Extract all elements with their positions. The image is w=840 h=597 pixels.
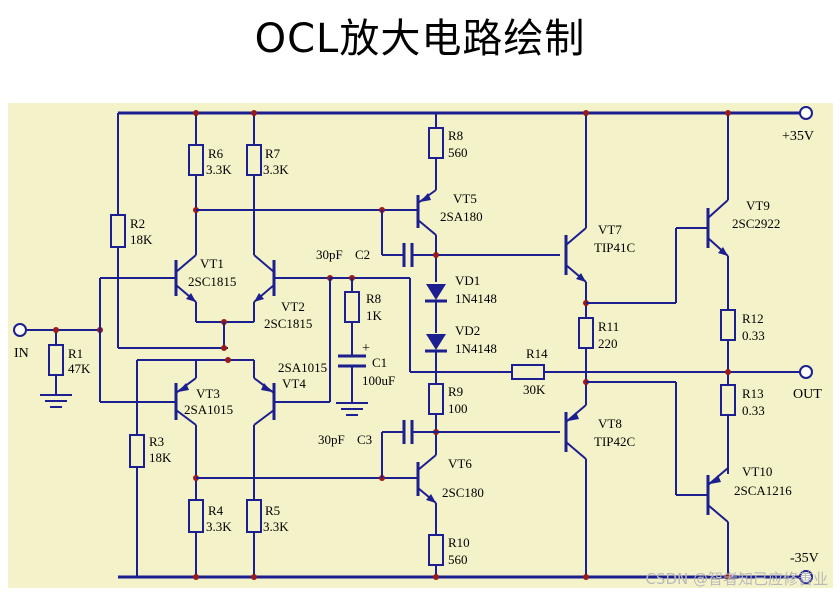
svg-text:+: + <box>362 341 370 356</box>
c3-ref: C3 <box>357 432 372 447</box>
r6-val: 3.3K <box>206 162 232 177</box>
vt1-ref: VT1 <box>200 256 224 271</box>
vneg-terminal <box>799 570 813 584</box>
vt4-part: 2SA1015 <box>278 360 327 375</box>
transistor-vt6 <box>416 454 437 504</box>
resistor-r9 <box>428 383 444 415</box>
r13-ref: R13 <box>742 386 764 401</box>
resistor-r11 <box>578 317 594 349</box>
watermark: CSDN @智者知已应修善业 <box>645 570 828 588</box>
c2-val: 30pF <box>316 247 343 262</box>
transistor-vt7 <box>564 227 587 283</box>
ground-symbol-2 <box>336 402 368 416</box>
r4-ref: R4 <box>208 503 224 518</box>
c1-ref: C1 <box>372 355 387 370</box>
vt2-part: 2SC1815 <box>264 316 312 331</box>
vd1-ref: VD1 <box>455 273 480 288</box>
r1-ref: R1 <box>68 346 83 361</box>
resistor-r7 <box>246 144 262 176</box>
r2-val: 18K <box>130 232 153 247</box>
resistor-r1 <box>48 344 64 376</box>
vpos-label: +35V <box>782 129 814 144</box>
resistor-r2 <box>110 214 126 248</box>
r5-val: 3.3K <box>263 519 289 534</box>
resistor-r6 <box>188 144 204 176</box>
vt5-ref: VT5 <box>453 191 477 206</box>
resistor-r8-vt5 <box>428 127 444 159</box>
vt7-part: TIP41C <box>594 240 635 255</box>
resistor-r8 <box>344 291 360 323</box>
vt9-part: 2SC2922 <box>732 216 780 231</box>
vt5-part: 2SA180 <box>440 209 483 224</box>
vt6-ref: VT6 <box>448 456 472 471</box>
r10-val: 560 <box>448 552 468 567</box>
transistor-vt10 <box>706 467 729 523</box>
vt6-part: 2SC180 <box>442 485 484 500</box>
vpos-terminal <box>799 106 813 120</box>
r3-ref: R3 <box>149 434 164 449</box>
r7-ref: R7 <box>265 146 281 161</box>
transistor-vt5 <box>416 189 437 236</box>
r11-ref: R11 <box>598 319 619 334</box>
r13-val: 0.33 <box>742 403 765 418</box>
r12-val: 0.33 <box>742 328 765 343</box>
c2-ref: C2 <box>355 247 370 262</box>
out-terminal <box>799 365 813 379</box>
vt4-ref: VT4 <box>282 376 306 391</box>
r14-ref: R14 <box>526 346 548 361</box>
transistor-vt8 <box>564 404 587 460</box>
r5-ref: R5 <box>265 503 280 518</box>
ground-symbol-1 <box>40 394 72 408</box>
r9-val: 100 <box>448 401 468 416</box>
r14-val: 30K <box>523 382 546 397</box>
r10-ref: R10 <box>448 535 470 550</box>
resistor-r3 <box>129 434 145 468</box>
vneg-label: -35V <box>790 551 819 566</box>
vd2-part: 1N4148 <box>455 341 497 356</box>
vt2-ref: VT2 <box>281 299 305 314</box>
r8b-ref: R8 <box>448 128 463 143</box>
r7-val: 3.3K <box>263 162 289 177</box>
vt8-ref: VT8 <box>598 416 622 431</box>
resistor-r5 <box>246 499 262 533</box>
vt7-ref: VT7 <box>598 222 622 237</box>
r6-ref: R6 <box>208 146 224 161</box>
vt1-part: 2SC1815 <box>188 274 236 289</box>
resistor-r12 <box>720 309 736 341</box>
vt10-ref: VT10 <box>742 464 772 479</box>
vt10-part: 2SCA1216 <box>734 483 792 498</box>
resistor-r13 <box>720 384 736 416</box>
page-title: OCL放大电路绘制 <box>254 16 586 62</box>
vt8-part: TIP42C <box>594 434 635 449</box>
r8-ref: R8 <box>366 291 381 306</box>
vt3-ref: VT3 <box>196 386 220 401</box>
r4-val: 3.3K <box>206 519 232 534</box>
schematic-panel <box>8 103 833 588</box>
vt9-ref: VT9 <box>746 198 770 213</box>
r2-ref: R2 <box>130 216 145 231</box>
out-label: OUT <box>793 387 822 402</box>
resistor-r10 <box>428 534 444 566</box>
vd1-part: 1N4148 <box>455 291 497 306</box>
c3-val: 30pF <box>318 432 345 447</box>
transistor-vt9 <box>706 199 729 257</box>
r8-val: 1K <box>366 308 383 323</box>
in-label: IN <box>14 346 29 361</box>
r12-ref: R12 <box>742 311 764 326</box>
resistor-r14 <box>511 364 545 380</box>
r11-val: 220 <box>598 336 618 351</box>
r9-ref: R9 <box>448 384 463 399</box>
r1-val: 47K <box>68 361 91 376</box>
c1-val: 100uF <box>362 373 395 388</box>
vd2-ref: VD2 <box>455 323 480 338</box>
r3-val: 18K <box>149 450 172 465</box>
r8b-val: 560 <box>448 145 468 160</box>
resistor-r4 <box>188 499 204 533</box>
vt3-part: 2SA1015 <box>184 402 233 417</box>
in-terminal <box>13 323 27 337</box>
transistor-vt1 <box>174 254 197 303</box>
transistor-vt3 <box>174 377 197 426</box>
